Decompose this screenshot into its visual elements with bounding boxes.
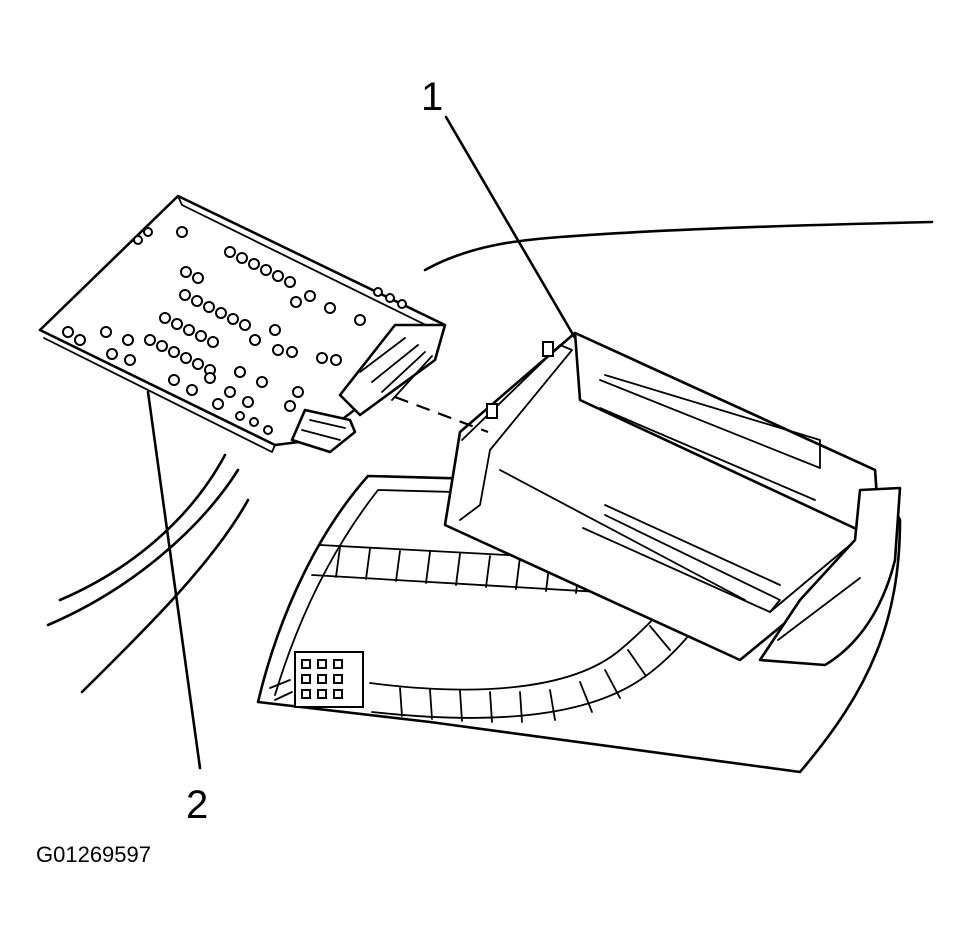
alignment-line xyxy=(394,395,489,434)
callout-1-label: 1 xyxy=(421,75,443,119)
callout-2-label: 2 xyxy=(186,783,208,827)
leader-line-1 xyxy=(444,115,577,340)
figure-id: G01269597 xyxy=(36,842,151,867)
background-outline xyxy=(46,220,934,694)
lower-band-hatching xyxy=(399,625,671,723)
housing-connector-pins xyxy=(301,659,343,699)
leader-line-2 xyxy=(146,390,202,770)
module-cover xyxy=(443,331,902,667)
circuit-board xyxy=(38,194,447,454)
board-components xyxy=(62,226,407,435)
